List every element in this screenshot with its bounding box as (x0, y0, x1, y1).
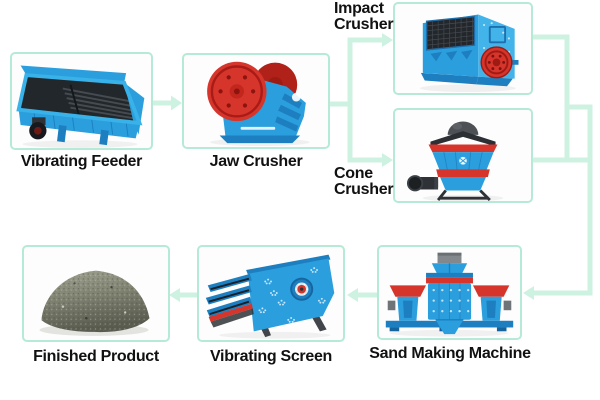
arrow-feeder-to-jaw (153, 95, 182, 111)
finished-product-box (22, 245, 170, 342)
cone-crusher-box (393, 108, 533, 203)
arrow-sand-to-screen (347, 288, 377, 302)
sand-making-machine-box (377, 245, 522, 340)
cone-crusher-label: Cone Crusher (334, 165, 394, 198)
arrow-impact-to-sand (533, 34, 593, 160)
sand-making-machine-image (385, 252, 514, 337)
impact-crusher-box (393, 2, 533, 95)
sand-making-machine-label: Sand Making Machine (369, 345, 531, 362)
impact-crusher-label: Impact Crusher (334, 0, 394, 33)
jaw-crusher-box (182, 53, 330, 149)
jaw-crusher-label: Jaw Crusher (209, 153, 303, 170)
vibrating-feeder-label: Vibrating Feeder (20, 153, 143, 170)
arrow-jaw-to-impact (330, 33, 393, 107)
jaw-crusher-image (207, 61, 310, 147)
vibrating-screen-box (197, 245, 345, 342)
finished-product-image (39, 270, 150, 336)
vibrating-screen-label: Vibrating Screen (209, 348, 333, 365)
impact-crusher-image (419, 14, 519, 93)
arrow-screen-to-product (169, 288, 197, 302)
arrow-jaw-to-cone (347, 104, 393, 167)
finished-product-label: Finished Product (33, 348, 159, 365)
arrow-cone-to-sand (523, 157, 593, 300)
cone-crusher-image (406, 121, 504, 201)
vibrating-feeder-box (10, 52, 153, 150)
vibrating-feeder-image (16, 65, 145, 148)
vibrating-screen-image (205, 254, 335, 339)
